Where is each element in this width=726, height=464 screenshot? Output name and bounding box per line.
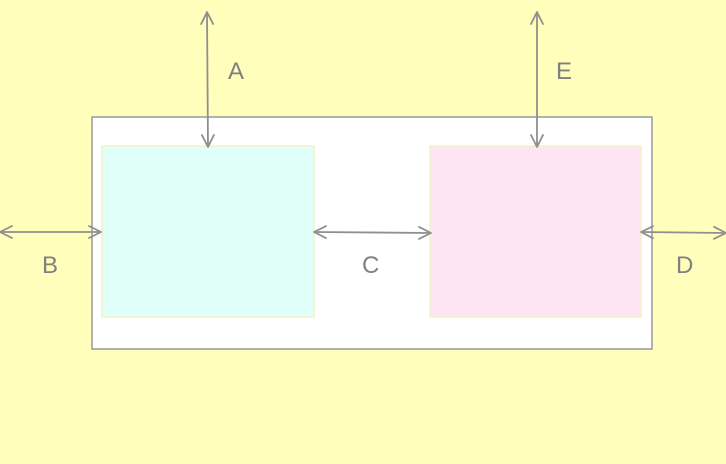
- label-c: C: [362, 252, 379, 279]
- right-box: [429, 145, 642, 318]
- label-e: E: [556, 58, 572, 85]
- left-box: [101, 145, 315, 318]
- arrow-d: [640, 225, 726, 240]
- label-a: A: [228, 58, 244, 85]
- label-b: B: [42, 252, 58, 279]
- label-d: D: [676, 252, 693, 279]
- arrow-c: [313, 225, 432, 240]
- arrow-a: [200, 11, 215, 148]
